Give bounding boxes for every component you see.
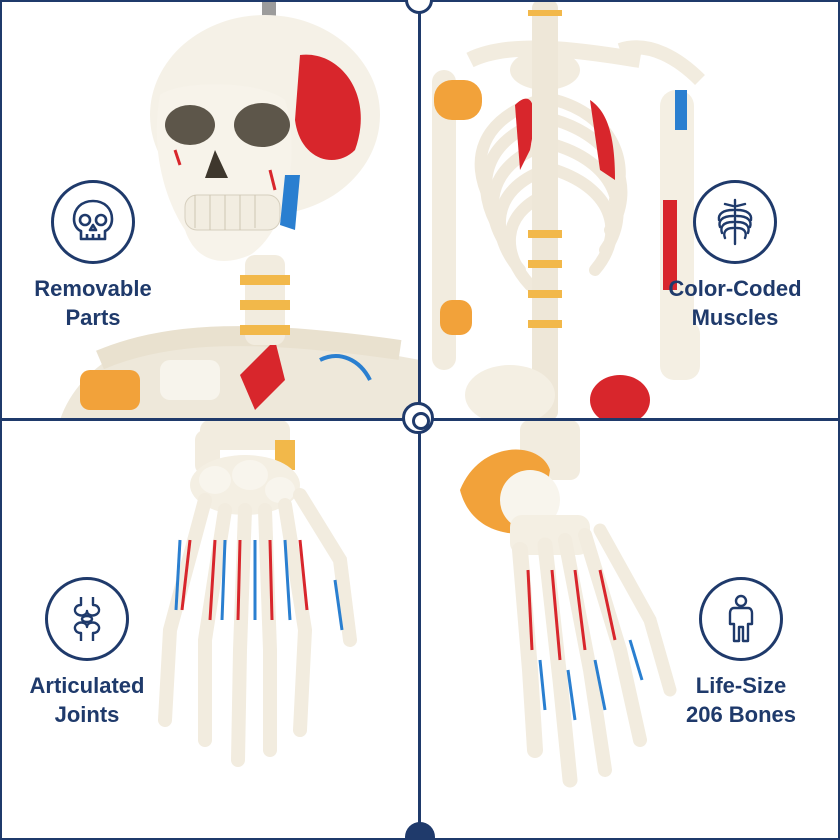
skull-photo-panel [0,0,420,420]
feature-label-line1: Removable [34,276,152,301]
bottom-ornament [405,822,435,840]
feature-color-coded-muscles: Color-Coded Muscles [650,180,820,332]
feature-label-line2: 206 Bones [685,702,797,727]
feature-label-line1: Articulated [29,673,145,698]
feature-label-line1: Life-Size [695,673,787,698]
feature-label-line2: Parts [65,305,121,330]
hand-photo-panel [0,420,420,840]
center-ornament [402,402,434,434]
feature-label-line1: Color-Coded [668,276,802,301]
ribcage-illustration [432,0,705,420]
feature-label-line2: Joints [54,702,120,727]
feature-removable-parts: Removable Parts [8,180,178,332]
ribcage-icon [693,180,777,264]
joint-icon [45,577,129,661]
hand-illustration [158,420,357,767]
skull-illustration [60,0,420,420]
ribcage-photo-panel [420,0,840,420]
feature-articulated-joints: Articulated Joints [2,577,172,729]
skull-icon [51,180,135,264]
human-figure-icon [699,577,783,661]
foot-illustration [460,420,677,788]
feature-life-size-bones: Life-Size 206 Bones [656,577,826,729]
feature-label-line2: Muscles [691,305,779,330]
